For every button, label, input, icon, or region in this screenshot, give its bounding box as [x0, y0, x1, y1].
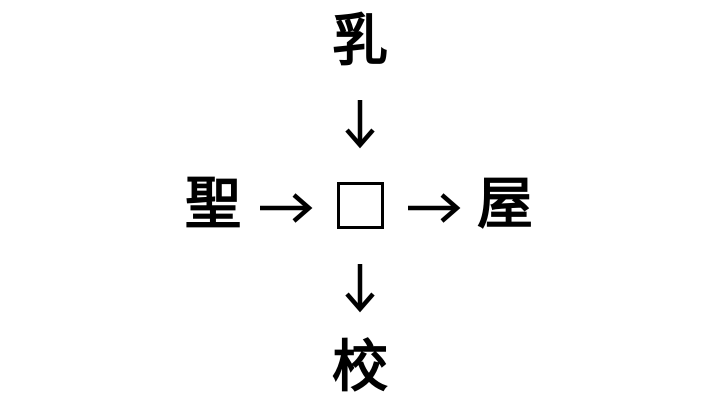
arrow-right-icon [256, 178, 316, 238]
arrow-down-icon [330, 94, 390, 154]
left-kanji: 聖 [185, 172, 241, 237]
bottom-kanji: 校 [332, 335, 388, 400]
answer-box[interactable] [337, 182, 384, 229]
arrow-down-icon [330, 258, 390, 318]
right-kanji: 屋 [477, 172, 533, 237]
top-kanji: 乳 [332, 9, 388, 74]
arrow-right-icon [404, 178, 464, 238]
